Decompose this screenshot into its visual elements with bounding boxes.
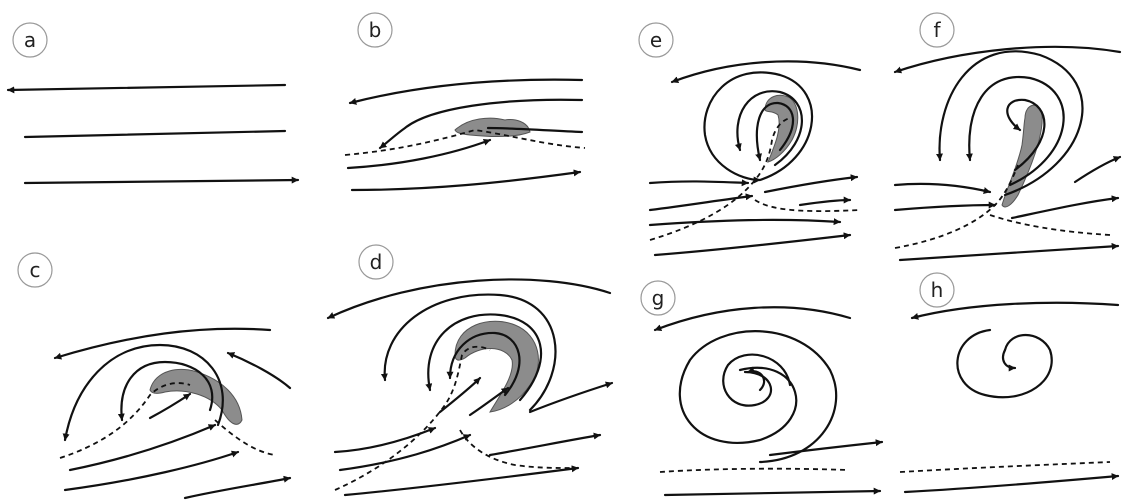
panel-a-badge: a [13,23,47,57]
trailing-front [660,469,848,472]
northeast-flow-arrow [1075,157,1120,182]
panel-g-badge: g [641,281,675,315]
outer-flow-arrow [655,307,850,330]
northeast-inflow-arrow [228,353,290,388]
panel-h-label: h [931,278,944,302]
warm-front [460,430,570,468]
panel-a: a [8,23,298,183]
panel-d-label: d [370,250,383,274]
warm-front [215,420,275,455]
eastward-flow-arrow [185,478,290,498]
panel-e-badge: e [639,23,673,57]
cyclonic-flow-arrow [680,331,836,462]
eastward-flow-arrow [895,205,995,210]
outer-flow-arrow [328,279,610,318]
panel-b-label: b [369,18,382,42]
panel-e: e [639,23,860,255]
eastward-flow-arrow [65,452,238,490]
panel-b-badge: b [358,13,392,47]
eastward-flow-arrow [340,435,470,470]
panel-g-label: g [652,286,665,310]
eastward-flow-arrow [70,425,215,470]
eastward-flow-arrow [655,235,850,255]
panel-f-badge: f [920,13,954,47]
panel-c-label: c [30,258,41,282]
panel-f-label: f [933,18,941,42]
panel-b: b [345,13,585,190]
eastward-flow-arrow [895,184,990,192]
inflow-arrow [150,394,190,418]
panel-c: c [18,253,290,498]
panel-h-badge: h [920,273,954,307]
core-cyclonic-arrow [1003,350,1015,368]
cloud-band [455,321,538,412]
panel-c-badge: c [18,253,52,287]
warm-front [755,200,860,211]
panel-d-badge: d [359,245,393,279]
westward-flow-arrow [8,85,285,90]
eastward-flow-arrow [650,196,752,210]
panel-g: g [641,281,882,495]
inner-cyclonic-arrow [723,355,790,406]
panel-a-label: a [24,28,36,52]
flow-line [25,131,285,137]
cloud-band [1002,105,1042,207]
eastward-flow-arrow [1012,198,1118,218]
warm-front [990,215,1110,235]
eastward-flow-arrow [530,383,612,412]
eastward-flow-arrow [665,491,880,495]
eastward-flow-arrow [650,220,840,225]
panel-e-label: e [650,28,662,52]
eastward-flow-arrow [800,200,850,205]
eastward-flow-arrow [905,476,1118,492]
eastward-flow-arrow [650,181,748,183]
eastward-flow-arrow [345,468,578,495]
occluded-front [335,347,490,490]
eastward-flow-arrow [25,180,298,183]
panel-f: f [895,13,1120,260]
trailing-front [900,462,1110,472]
panel-d: d [328,245,612,495]
eastward-flow-arrow [765,177,857,192]
cloud-band [150,369,242,424]
cyclonic-flow-arrow [940,51,1083,195]
panel-h: h [900,273,1118,492]
inflow-arrow [440,378,480,412]
eastward-flow-arrow [490,435,600,455]
westward-flow-arrow [55,329,270,358]
eastward-flow-arrow [900,246,1118,260]
southwest-flow-arrow [335,428,435,452]
cold-front [60,383,190,458]
eastward-flow-arrow [352,172,580,190]
eastward-flow-arrow [770,442,882,455]
